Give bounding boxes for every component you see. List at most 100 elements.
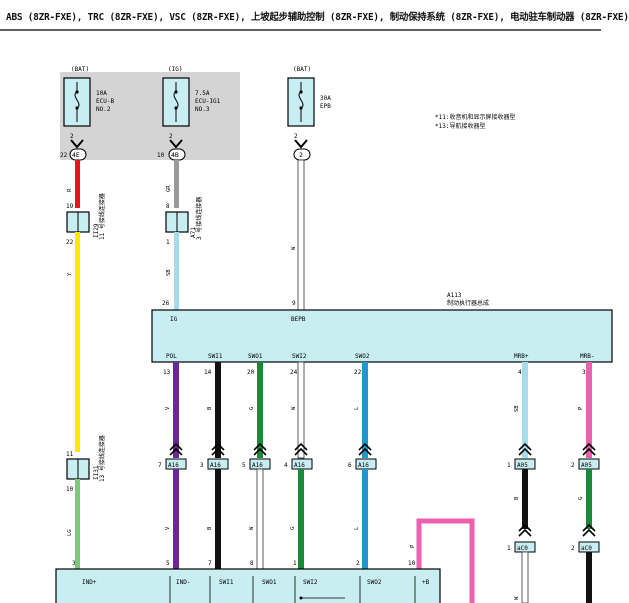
svg-text:IG: IG xyxy=(170,316,178,323)
wire-white xyxy=(297,159,305,311)
fuse-1-conn: 4E xyxy=(72,151,80,159)
svg-text:1: 1 xyxy=(293,560,297,567)
svg-text:POL: POL xyxy=(166,353,177,360)
svg-text:W: W xyxy=(291,406,297,410)
svg-text:V: V xyxy=(165,406,171,410)
svg-text:11 号接线连接器: 11 号接线连接器 xyxy=(98,193,106,240)
svg-text:aC0: aC0 xyxy=(517,545,528,552)
svg-text:10: 10 xyxy=(408,560,416,567)
fuse-3-source: (BAT) xyxy=(293,66,311,73)
svg-text:P: P xyxy=(578,406,584,410)
wire-pink xyxy=(586,362,592,458)
svg-text:SWO1: SWO1 xyxy=(248,353,263,360)
svg-text:13: 13 xyxy=(163,369,171,376)
svg-text:A16: A16 xyxy=(168,462,179,469)
svg-text:1: 1 xyxy=(166,239,170,246)
svg-text:3: 3 xyxy=(582,369,586,376)
svg-text:13 号接线连接器: 13 号接线连接器 xyxy=(98,435,106,482)
fuse-2-conn: 4B xyxy=(171,151,179,159)
svg-text:SWO1: SWO1 xyxy=(262,579,277,586)
epb-switch-assembly xyxy=(55,568,441,603)
svg-text:MRB-: MRB- xyxy=(580,353,594,360)
svg-text:II29: II29 xyxy=(93,223,100,238)
fuse-epb: (BAT) 30A EPB 2 2 xyxy=(287,66,331,161)
svg-text:G: G xyxy=(290,527,296,530)
wire-green xyxy=(257,362,263,458)
wire-grey xyxy=(174,160,179,208)
svg-text:3: 3 xyxy=(72,560,76,567)
svg-text:BEPB: BEPB xyxy=(291,316,306,323)
actuator-name: 制动执行器总成 xyxy=(447,299,489,307)
svg-text:GR: GR xyxy=(166,185,172,192)
fuse-1-source: (BAT) xyxy=(71,66,89,73)
wiring-diagram: (BAT) 10A ECU-B NO.2 2 4E 22 (IG) 7.5A E… xyxy=(0,29,613,603)
svg-text:A16: A16 xyxy=(294,462,305,469)
svg-text:20: 20 xyxy=(247,369,255,376)
svg-text:IND-: IND- xyxy=(176,579,190,586)
svg-text:22: 22 xyxy=(66,239,74,246)
svg-text:4: 4 xyxy=(284,462,288,469)
fuse-1-name: ECU-B xyxy=(96,98,114,105)
wire-yellow xyxy=(75,232,80,452)
fuse-3-conn: 2 xyxy=(299,151,303,159)
svg-text:G: G xyxy=(249,407,255,410)
brake-actuator-assembly xyxy=(151,309,613,363)
svg-text:8: 8 xyxy=(166,203,170,210)
svg-text:5: 5 xyxy=(242,462,246,469)
svg-text:+B: +B xyxy=(422,579,430,586)
svg-text:SB: SB xyxy=(166,269,172,276)
svg-text:P: P xyxy=(410,544,416,548)
svg-text:V: V xyxy=(165,526,171,530)
fuse-2-pin: 2 xyxy=(169,133,173,140)
svg-text:2: 2 xyxy=(571,545,575,552)
svg-text:SB: SB xyxy=(514,405,520,412)
svg-text:W: W xyxy=(514,596,520,600)
wire-blue xyxy=(362,362,368,458)
svg-text:3: 3 xyxy=(200,462,204,469)
svg-text:SWI2: SWI2 xyxy=(303,579,318,586)
svg-text:IND+: IND+ xyxy=(82,579,97,586)
fuse-2-amp: 7.5A xyxy=(195,90,210,97)
svg-text:9: 9 xyxy=(292,300,296,307)
connector-row: A16 7 A16 3 A16 5 A16 4 A16 6 A05 1 A05 … xyxy=(158,442,600,470)
svg-text:SWO2: SWO2 xyxy=(367,579,382,586)
fuse-2-no: NO.3 xyxy=(195,106,210,113)
svg-text:MRB+: MRB+ xyxy=(514,353,529,360)
wire-light-green xyxy=(75,479,80,569)
svg-text:W: W xyxy=(291,246,297,250)
svg-text:A05: A05 xyxy=(581,462,592,469)
svg-text:G: G xyxy=(578,497,584,500)
svg-text:Y: Y xyxy=(67,272,73,276)
svg-text:24: 24 xyxy=(290,369,298,376)
fuse-2-name: ECU-IG1 xyxy=(195,98,221,105)
svg-text:19: 19 xyxy=(66,203,74,210)
title-bar: ABS (8ZR-FXE), TRC (8ZR-FXE), VSC (8ZR-F… xyxy=(0,0,629,30)
svg-text:26: 26 xyxy=(162,300,170,307)
svg-text:A05: A05 xyxy=(517,462,528,469)
fuse-1-conn-pin: 22 xyxy=(60,152,68,159)
wire-sky-blue-2 xyxy=(522,362,528,458)
fuse-2-conn-pin: 10 xyxy=(157,152,165,159)
fuse-3-name: EPB xyxy=(320,103,331,110)
svg-text:A71: A71 xyxy=(190,227,197,238)
svg-text:4: 4 xyxy=(518,369,522,376)
svg-text:R: R xyxy=(67,188,73,192)
svg-text:LG: LG xyxy=(67,529,73,536)
svg-text:2: 2 xyxy=(571,462,575,469)
svg-text:aC0: aC0 xyxy=(581,545,592,552)
svg-text:SWI1: SWI1 xyxy=(219,579,234,586)
fuse-1-amp: 10A xyxy=(96,90,107,97)
svg-text:A16: A16 xyxy=(358,462,369,469)
svg-text:L: L xyxy=(354,406,360,410)
svg-text:10: 10 xyxy=(66,486,74,493)
svg-text:A16: A16 xyxy=(210,462,221,469)
svg-text:1: 1 xyxy=(507,545,511,552)
svg-text:B: B xyxy=(514,496,520,500)
svg-text:14: 14 xyxy=(204,369,212,376)
svg-text:7: 7 xyxy=(208,560,212,567)
svg-text:3 号接线连接器: 3 号接线连接器 xyxy=(195,197,203,240)
wire-red xyxy=(75,160,80,208)
wire-pink-loop xyxy=(416,518,475,603)
actuator-id: A113 xyxy=(447,292,462,299)
svg-text:7: 7 xyxy=(158,462,162,469)
